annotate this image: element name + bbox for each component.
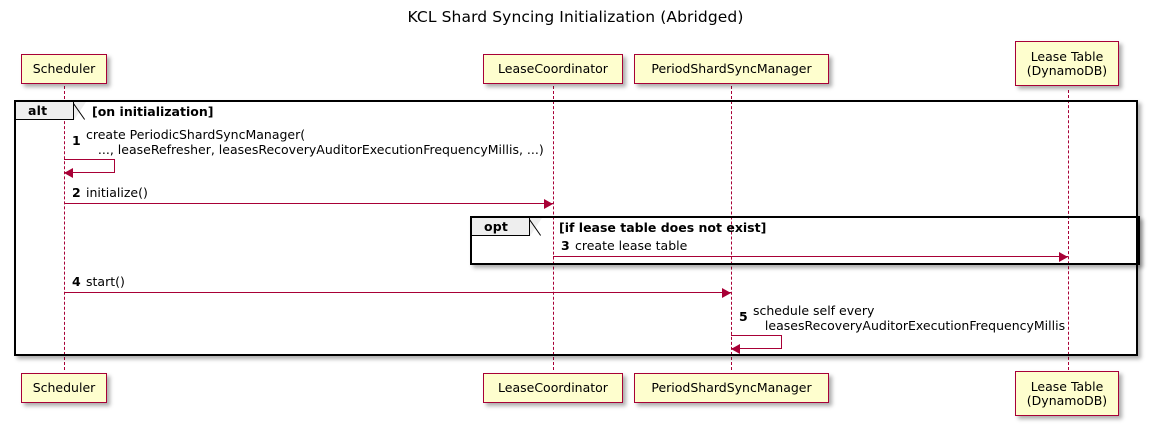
message-3-text: 3 create lease table	[561, 238, 688, 253]
participant-lease-table-bottom[interactable]: Lease Table (DynamoDB)	[1015, 371, 1119, 416]
message-1-text: 1 create PeriodicShardSyncManager( ..., l…	[72, 127, 544, 157]
fragment-opt	[470, 216, 1140, 265]
lifeline-lease-coordinator	[552, 86, 554, 370]
message-2-text: 2 initialize()	[72, 185, 148, 200]
message-4-arrowhead	[722, 287, 731, 298]
fragment-alt-tab-notch	[74, 102, 86, 120]
message-4-number: 4	[72, 274, 81, 289]
participant-lease-coordinator-bottom[interactable]: LeaseCoordinator	[483, 373, 623, 403]
fragment-alt	[14, 100, 1138, 356]
message-3-arrowhead	[1059, 251, 1068, 262]
message-3-line	[553, 256, 1068, 257]
message-2-label: initialize()	[86, 185, 148, 200]
message-5-label: schedule self every leasesRecoveryAudito…	[753, 303, 1066, 333]
participant-period-shard-sync-manager-bottom[interactable]: PeriodShardSyncManager	[634, 373, 829, 403]
lifeline-period-shard-sync-manager	[730, 86, 732, 370]
message-2-line	[64, 203, 553, 204]
message-1-number: 1	[72, 133, 81, 148]
page-title: KCL Shard Syncing Initialization (Abridg…	[407, 8, 744, 26]
participant-lease-coordinator-top[interactable]: LeaseCoordinator	[483, 54, 623, 84]
message-4-label: start()	[86, 274, 125, 289]
message-5-arrowhead	[731, 344, 740, 354]
message-5-self-loop	[731, 335, 782, 349]
fragment-alt-tab: alt	[16, 102, 74, 120]
message-3-label: create lease table	[575, 238, 688, 253]
participant-scheduler-bottom[interactable]: Scheduler	[21, 373, 107, 403]
fragment-opt-tab-notch-edge	[530, 218, 543, 237]
fragment-opt-condition: [if lease table does not exist]	[559, 220, 767, 235]
participant-lease-table-top[interactable]: Lease Table (DynamoDB)	[1015, 41, 1119, 86]
lifeline-lease-table	[1067, 90, 1069, 370]
message-1-self-loop	[64, 159, 115, 173]
fragment-opt-tab-notch	[530, 218, 542, 236]
message-3-number: 3	[561, 238, 570, 253]
message-4-text: 4 start()	[72, 274, 125, 289]
message-5-number: 5	[739, 309, 748, 324]
message-2-number: 2	[72, 185, 81, 200]
message-4-line	[64, 292, 731, 293]
fragment-opt-tab: opt	[472, 218, 530, 236]
participant-period-shard-sync-manager-top[interactable]: PeriodShardSyncManager	[634, 54, 829, 84]
message-1-arrowhead	[64, 168, 73, 178]
lifeline-scheduler	[63, 86, 65, 370]
fragment-alt-condition: [on initialization]	[92, 104, 214, 119]
fragment-alt-tab-notch-edge	[74, 102, 87, 121]
participant-scheduler-top[interactable]: Scheduler	[21, 54, 107, 84]
message-2-arrowhead	[544, 198, 553, 209]
message-1-label: create PeriodicShardSyncManager( ..., le…	[86, 127, 544, 157]
message-5-text: 5 schedule self every leasesRecoveryAudit…	[739, 303, 1066, 333]
